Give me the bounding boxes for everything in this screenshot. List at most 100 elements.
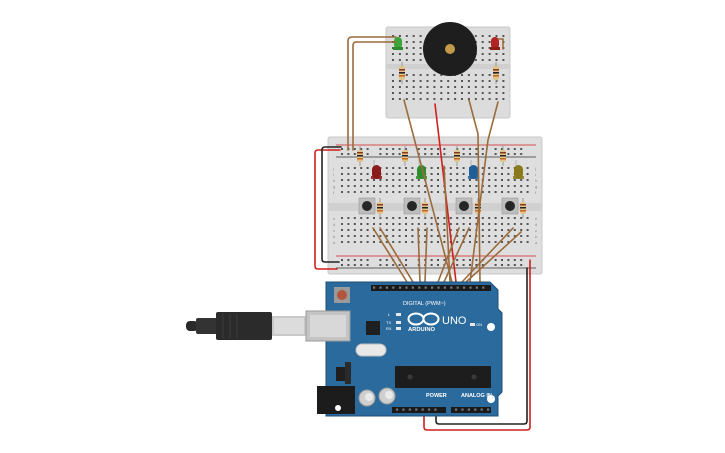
resistor-bottom-1[interactable]	[377, 198, 383, 218]
wire-d-4	[372, 227, 408, 283]
red-led[interactable]	[371, 160, 382, 179]
blue-led[interactable]	[468, 160, 479, 179]
power-label: POWER	[426, 393, 447, 399]
wire-d-7	[424, 227, 428, 283]
power-pin[interactable]	[415, 408, 418, 411]
top-red-led[interactable]	[490, 37, 500, 50]
wire-d-5	[379, 227, 414, 283]
row-letter: j	[332, 166, 334, 171]
digital-pin[interactable]	[475, 286, 478, 289]
push-button-1[interactable]	[358, 197, 376, 215]
wire-top-led-right	[497, 38, 504, 50]
wire-d-9	[443, 227, 470, 283]
resistor-top-1[interactable]	[357, 146, 363, 166]
wire-d-6	[417, 227, 421, 283]
power-pin[interactable]	[402, 408, 405, 411]
wire-black-bottom	[435, 267, 528, 425]
row-letter: g	[333, 184, 335, 189]
row-letter: d	[333, 222, 335, 227]
analog-pin[interactable]	[455, 408, 458, 411]
wire-d-3	[469, 101, 499, 283]
digital-pin[interactable]	[431, 286, 434, 289]
row-letter: b	[535, 234, 538, 239]
analog-label: ANALOG IN	[461, 393, 492, 399]
wire-black-left	[321, 146, 342, 263]
resistor-top-2[interactable]	[402, 146, 408, 166]
led-l-label: L	[388, 312, 391, 317]
digital-pin[interactable]	[469, 286, 472, 289]
power-pin[interactable]	[428, 408, 431, 411]
resistor-bottom-2[interactable]	[422, 198, 428, 218]
wire-d-11	[465, 231, 522, 283]
row-letter: d	[535, 222, 537, 227]
row-letter: i	[535, 172, 536, 177]
piezo-buzzer[interactable]	[423, 22, 477, 76]
digital-pin[interactable]	[443, 286, 446, 289]
top-green-led[interactable]	[393, 37, 403, 50]
row-letter: f	[535, 190, 537, 195]
row-letter: j	[534, 166, 536, 171]
row-letter: e	[333, 216, 336, 221]
power-pin[interactable]	[408, 408, 411, 411]
row-letter: c	[535, 228, 537, 233]
top-resistor-right[interactable]	[493, 62, 499, 84]
digital-pin[interactable]	[411, 286, 414, 289]
reset-button[interactable]	[334, 287, 350, 303]
push-button-4[interactable]	[501, 197, 519, 215]
on-label: ON	[476, 322, 482, 327]
row-letter: h	[535, 178, 537, 183]
digital-pin[interactable]	[456, 286, 459, 289]
row-letter: e	[535, 216, 538, 221]
digital-pin[interactable]	[482, 286, 485, 289]
row-letter: h	[333, 178, 335, 183]
analog-pin[interactable]	[487, 408, 490, 411]
digital-pin[interactable]	[399, 286, 402, 289]
power-pin[interactable]	[421, 408, 424, 411]
header-pin[interactable]	[379, 286, 382, 289]
header-pin[interactable]	[385, 286, 388, 289]
wire-d-1	[403, 99, 453, 283]
digital-pin[interactable]	[437, 286, 440, 289]
wires	[314, 36, 531, 431]
push-button-3[interactable]	[455, 197, 473, 215]
wire-red-bottom	[423, 259, 531, 431]
analog-pin[interactable]	[474, 408, 477, 411]
top-resistor-left[interactable]	[399, 62, 405, 84]
brand-label: ARDUINO	[408, 327, 436, 333]
resistor-bottom-4[interactable]	[520, 198, 526, 218]
digital-pin[interactable]	[405, 286, 408, 289]
row-letter: a	[333, 240, 336, 245]
push-button-2[interactable]	[403, 197, 421, 215]
digital-pin[interactable]	[450, 286, 453, 289]
wire-d-10	[461, 227, 514, 283]
model-label: UNO	[442, 315, 467, 327]
wire-d-2	[468, 99, 481, 283]
digital-pin[interactable]	[463, 286, 466, 289]
wire-red-left	[314, 149, 341, 270]
yellow-led[interactable]	[513, 160, 524, 179]
header-pin[interactable]	[373, 286, 376, 289]
rx-label: RX	[386, 326, 392, 331]
usb-cable[interactable]	[186, 312, 306, 340]
analog-pin[interactable]	[467, 408, 470, 411]
analog-pin[interactable]	[461, 408, 464, 411]
wire-d-12	[443, 165, 451, 283]
analog-pin[interactable]	[480, 408, 483, 411]
digital-pin[interactable]	[418, 286, 421, 289]
arduino-uno-board: DIGITAL (PWM~) ARDUINO UNO POWER ANALOG …	[305, 281, 503, 417]
resistor-top-4[interactable]	[500, 146, 506, 166]
row-letter: b	[333, 234, 336, 239]
atmega-chip	[395, 366, 491, 388]
row-letter: g	[535, 184, 537, 189]
digital-pin[interactable]	[424, 286, 427, 289]
power-pin[interactable]	[396, 408, 399, 411]
resistor-top-3[interactable]	[454, 146, 460, 166]
row-letter: c	[333, 228, 335, 233]
arduino-logo	[407, 312, 440, 326]
wire-top-led-left-a	[347, 36, 397, 151]
wire-top-led-left-b	[352, 41, 397, 151]
header-pin[interactable]	[392, 286, 395, 289]
power-pin[interactable]	[434, 408, 437, 411]
row-letter: i	[333, 172, 334, 177]
